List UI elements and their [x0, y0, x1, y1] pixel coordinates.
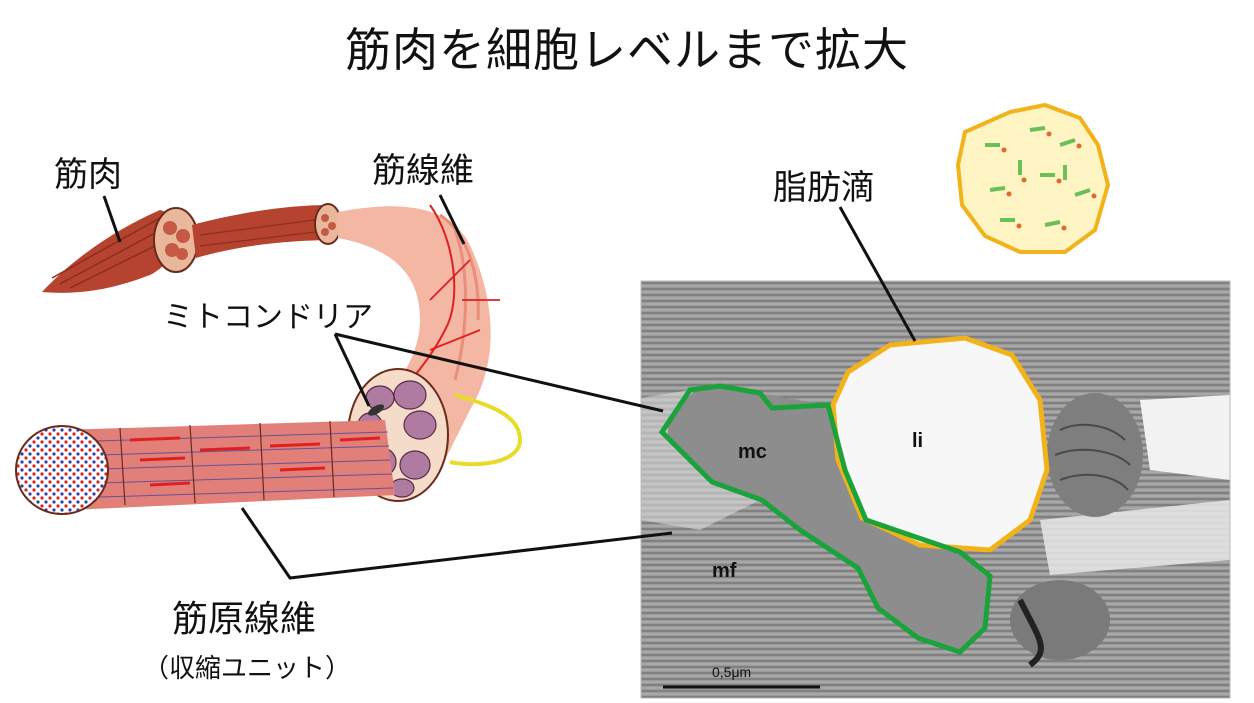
muscle-fiber [338, 204, 523, 502]
label-myofibril: 筋原線維 [172, 599, 317, 640]
label-myofibril-note: （収縮ユニット） [143, 654, 352, 684]
lipid-outline [830, 335, 1050, 553]
leader-lines [102, 194, 917, 580]
scale-bar-label: 0,5μm [712, 664, 752, 680]
em-label-lipid: li [912, 430, 924, 452]
mitochondrion-outline [658, 383, 993, 655]
myofibril [15, 420, 395, 515]
page-title: 筋肉を細胞レベルまで拡大 [345, 23, 909, 77]
label-muscle: 筋肉 [54, 155, 122, 195]
whole-muscle [42, 203, 342, 293]
label-muscle-fiber: 筋線維 [372, 151, 474, 191]
em-label-mitochondrion: mc [738, 441, 767, 463]
lipid-droplet-icon [955, 102, 1111, 254]
label-lipid-droplet: 脂肪滴 [773, 168, 875, 208]
em-label-myofibril: mf [712, 560, 737, 582]
label-mitochondria: ミトコンドリア [163, 300, 373, 335]
